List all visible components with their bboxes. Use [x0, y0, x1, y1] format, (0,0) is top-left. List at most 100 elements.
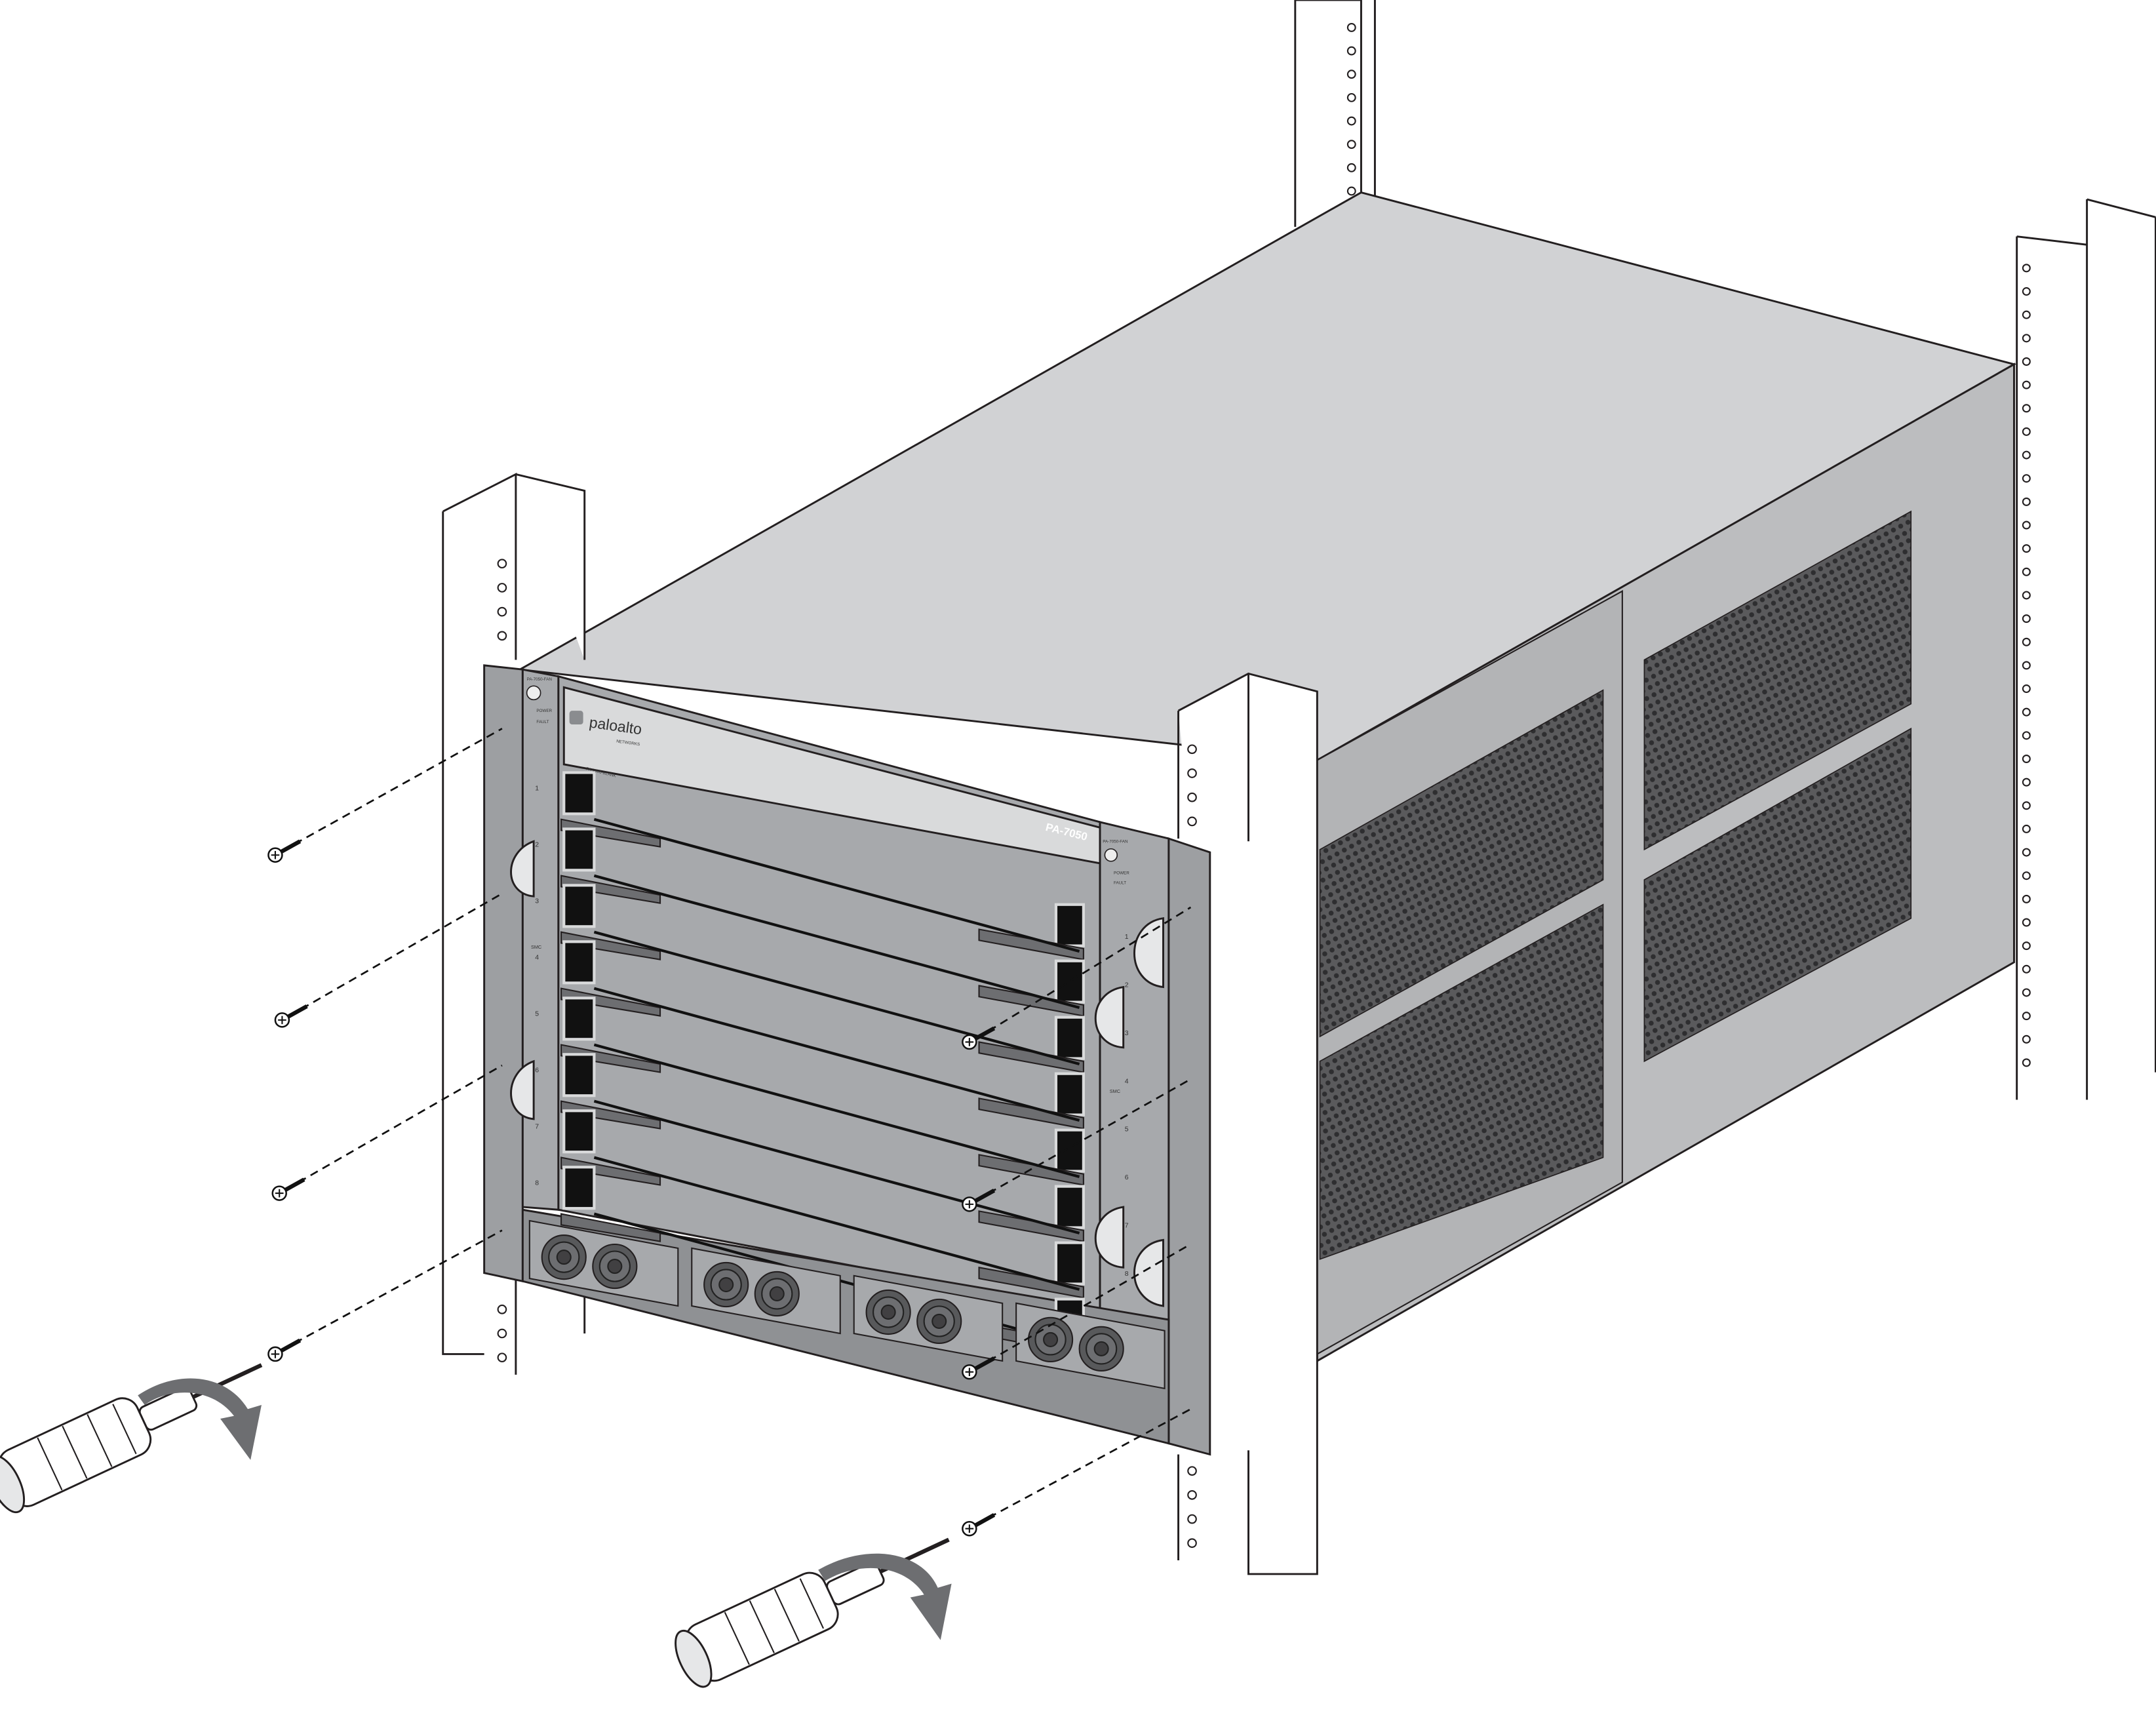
- card-ejector[interactable]: [1054, 959, 1085, 1004]
- thumbscrew-icon[interactable]: [1104, 848, 1118, 862]
- card-ejector[interactable]: [1054, 1016, 1085, 1060]
- mounting-screw[interactable]: [962, 906, 1192, 1050]
- rack-hole: [2022, 1058, 2031, 1067]
- handle[interactable]: [1094, 985, 1125, 1049]
- fan-hub: [556, 1250, 572, 1265]
- card-handle[interactable]: [560, 1100, 661, 1130]
- brand-sub-text: NETWORKS: [616, 739, 640, 747]
- card-divider: [593, 818, 1080, 953]
- guide-line: [988, 1408, 1192, 1519]
- line-card[interactable]: [560, 827, 1085, 1017]
- fan-hub: [718, 1276, 734, 1293]
- logo-mark-icon: [569, 711, 583, 725]
- card-ejector[interactable]: [562, 1166, 596, 1210]
- card-divider: [593, 874, 1080, 1010]
- fan-hub: [769, 1286, 785, 1302]
- line-card[interactable]: [560, 940, 1085, 1130]
- rack-hole: [1346, 92, 1356, 102]
- rack-hole: [2022, 264, 2031, 273]
- card-handle[interactable]: [560, 987, 661, 1017]
- power-supply[interactable]: [691, 1247, 841, 1335]
- line-card[interactable]: [560, 771, 1085, 960]
- handle[interactable]: [1133, 917, 1164, 989]
- card-ejector[interactable]: [562, 1053, 596, 1097]
- line-card[interactable]: [560, 1053, 1085, 1242]
- cross-slot: [275, 1189, 284, 1198]
- card-ejector[interactable]: [1054, 1241, 1085, 1286]
- rack-hole: [2022, 357, 2031, 366]
- rack-hole: [1187, 816, 1197, 827]
- rack-hole: [2022, 754, 2031, 763]
- rack-hole: [2022, 778, 2031, 787]
- rack-hole: [2022, 404, 2031, 413]
- side-vent: [1643, 510, 1912, 851]
- card-handle[interactable]: [560, 1156, 661, 1186]
- rack-hole: [1187, 768, 1197, 778]
- mounting-screw[interactable]: [271, 1064, 503, 1201]
- card-ejector[interactable]: [562, 940, 596, 985]
- rack-hole: [2022, 544, 2031, 553]
- fault-led-label: FAULT: [536, 720, 549, 724]
- card-ejector[interactable]: [1054, 1185, 1085, 1229]
- rear-rack-post-left: [1294, 0, 1376, 227]
- handle[interactable]: [1094, 1206, 1125, 1269]
- card-ejector[interactable]: [562, 1109, 596, 1154]
- handle[interactable]: [510, 840, 535, 898]
- card-ejector[interactable]: [1054, 903, 1085, 947]
- screwdriver-right[interactable]: [668, 1512, 962, 1692]
- slot-number-right: 7: [1125, 1223, 1129, 1230]
- line-card[interactable]: [560, 1109, 1085, 1299]
- card-ejector[interactable]: [562, 771, 596, 816]
- rack-hole: [2022, 497, 2031, 506]
- guide-line: [301, 892, 503, 1010]
- cross-slot: [965, 1524, 974, 1533]
- screwdriver-left[interactable]: [0, 1337, 274, 1517]
- slot-number-right: 2: [1125, 982, 1129, 989]
- card-ejector[interactable]: [562, 827, 596, 872]
- fan-tray-label: PA-7050-FAN: [527, 677, 553, 682]
- card-handle[interactable]: [560, 818, 661, 848]
- rack-hole: [2022, 964, 2031, 974]
- rack-hole: [2022, 871, 2031, 880]
- power-supply[interactable]: [528, 1219, 679, 1307]
- card-ejector[interactable]: [1054, 1072, 1085, 1116]
- slot-number-right: 1: [1125, 934, 1129, 941]
- rack-holes: [497, 559, 1197, 1549]
- mounting-screw[interactable]: [962, 1408, 1192, 1537]
- card-handle[interactable]: [560, 875, 661, 904]
- rack-hole: [2022, 1035, 2031, 1044]
- rack-hole: [2022, 474, 2031, 483]
- mounting-screw[interactable]: [962, 1078, 1192, 1212]
- mounting-screw[interactable]: [267, 728, 503, 863]
- mounting-screw[interactable]: [962, 1243, 1192, 1380]
- card-ejector[interactable]: [562, 884, 596, 928]
- card-ejector[interactable]: [1054, 1128, 1085, 1173]
- rack-hole: [497, 1352, 507, 1363]
- cross-slot: [965, 1368, 974, 1376]
- card-handle[interactable]: [560, 1213, 661, 1242]
- rotation-arrow-icon: [138, 1378, 952, 1640]
- card-handle[interactable]: [560, 1044, 661, 1073]
- card-divider: [593, 987, 1080, 1122]
- rack-hole: [497, 631, 507, 641]
- rack-hole: [2022, 1012, 2031, 1021]
- card-handle[interactable]: [560, 931, 661, 960]
- fan-tray-left-labels: PA-7050-FAN POWER FAULT: [526, 677, 553, 724]
- rack-hole: [2022, 450, 2031, 460]
- rack-hole: [2022, 591, 2031, 600]
- rack-hole: [1187, 1514, 1197, 1524]
- mounting-screw[interactable]: [267, 1229, 503, 1362]
- left-fan-tray: [521, 668, 560, 1211]
- card-ejector[interactable]: [562, 997, 596, 1041]
- slot-number-right: 6: [1125, 1174, 1129, 1181]
- rack-holes: [1346, 23, 2031, 1067]
- thumbscrew-icon[interactable]: [526, 685, 541, 701]
- mounting-screw[interactable]: [274, 892, 503, 1028]
- fan-tray-label: PA-7050-FAN: [1103, 839, 1128, 844]
- rack-hole: [2022, 707, 2031, 717]
- line-card[interactable]: [560, 884, 1085, 1073]
- handle[interactable]: [510, 1059, 535, 1120]
- power-supply[interactable]: [853, 1274, 1004, 1362]
